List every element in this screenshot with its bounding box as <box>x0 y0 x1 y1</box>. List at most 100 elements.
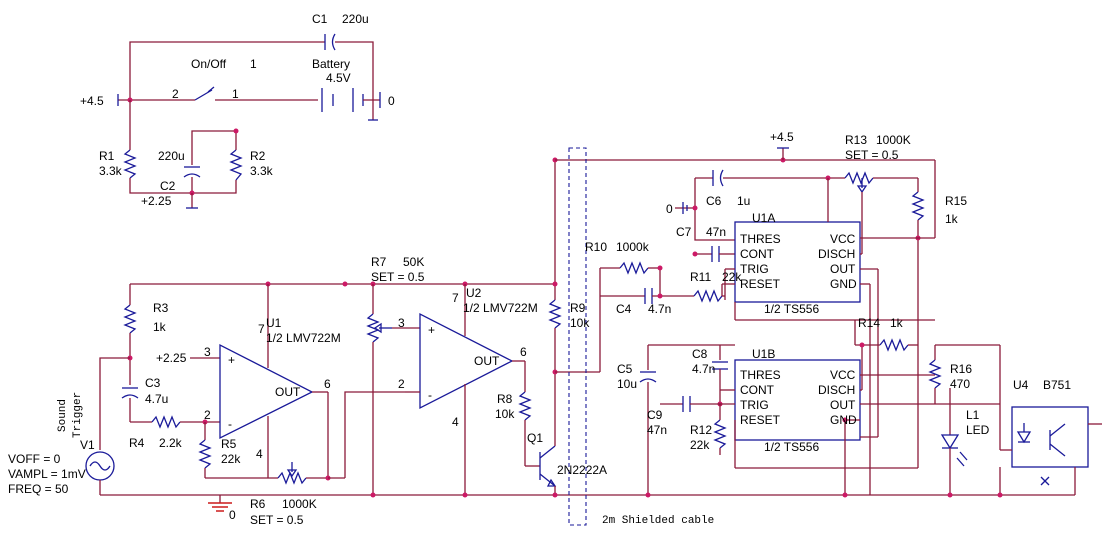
r6-ref: R6 <box>250 497 266 511</box>
r5-value: 22k <box>221 452 241 466</box>
component-labels: C1 220u On/Off 1 2 1 Battery 4.5V 0 +4.5… <box>8 12 1071 527</box>
u1a-disch: DISCH <box>818 247 855 261</box>
c6-value: 1u <box>737 194 750 208</box>
r13-value: 1000K <box>876 133 911 147</box>
q1-ref: Q1 <box>527 431 543 445</box>
u2-part: 1/2 LMV722M <box>463 301 538 315</box>
u2-pin2: 2 <box>398 377 405 391</box>
c4-ref: C4 <box>616 302 632 316</box>
r13-ref: R13 <box>845 133 867 147</box>
r7-value: 50K <box>403 255 424 269</box>
r1-ref: R1 <box>99 149 115 163</box>
r4-ref: R4 <box>129 436 145 450</box>
r10-ref: R10 <box>585 240 607 254</box>
u1a-ref: U1A <box>752 211 775 225</box>
u1-pin6: 6 <box>324 377 331 391</box>
u1-ref: U1 <box>266 316 282 330</box>
c3-ref: C3 <box>145 376 161 390</box>
l1-value: LED <box>966 423 990 437</box>
v1-ref: V1 <box>80 438 95 452</box>
c1-value: 220u <box>342 12 369 26</box>
u1a-cont: CONT <box>740 247 775 261</box>
u1a-reset: RESET <box>740 277 781 291</box>
c5-ref: C5 <box>617 362 633 376</box>
u1b-ref: U1B <box>752 347 775 361</box>
power-supply-section <box>117 33 381 209</box>
u1a-vcc: VCC <box>830 232 856 246</box>
l1-ref: L1 <box>966 408 980 422</box>
shielded-cable-label: 2m Shielded cable <box>602 515 714 527</box>
u1-pin2: 2 <box>204 408 211 422</box>
switch-label: On/Off <box>191 57 227 71</box>
r9-and-shield <box>548 147 935 526</box>
u1b-reset: RESET <box>740 413 781 427</box>
u1a-thres: THRES <box>740 232 781 246</box>
r7-set: SET = 0.5 <box>371 270 425 284</box>
v1-vampl: VAMPL = 1mV <box>8 467 86 481</box>
u1-out-label: OUT <box>275 385 301 399</box>
u2-minus: - <box>428 388 432 402</box>
u1-minus: - <box>228 417 232 431</box>
r12-value: 22k <box>690 438 710 452</box>
u1b-gnd: GND <box>830 413 857 427</box>
r8-ref: R8 <box>497 392 513 406</box>
u2-pin6: 6 <box>520 345 527 359</box>
r1-value: 3.3k <box>99 164 123 178</box>
u1-part: 1/2 LMV722M <box>266 331 341 345</box>
c7-value: 47n <box>706 225 726 239</box>
r16-ref: R16 <box>950 362 972 376</box>
r10-value: 1000k <box>616 240 650 254</box>
u2-out-label: OUT <box>474 354 500 368</box>
c8-value: 4.7n <box>692 362 715 376</box>
c9-value: 47n <box>647 423 667 437</box>
r2-value: 3.3k <box>250 164 274 178</box>
r9-value: 10k <box>570 316 590 330</box>
r6-value: 1000K <box>282 497 317 511</box>
c6-ref: C6 <box>706 194 722 208</box>
c4-value: 4.7n <box>648 302 671 316</box>
switch-pin-1: 1 <box>232 87 239 101</box>
u1b-disch: DISCH <box>818 383 855 397</box>
c2-value: 220u <box>158 149 185 163</box>
u4-ref: U4 <box>1013 378 1029 392</box>
u1b-thres: THRES <box>740 368 781 382</box>
u1-opamp <box>219 284 405 481</box>
v1-freq: FREQ = 50 <box>8 482 69 496</box>
r5-ref: R5 <box>221 437 237 451</box>
vplus-right-label: +4.5 <box>770 130 794 144</box>
u1b-vcc: VCC <box>830 368 856 382</box>
u1-pin4: 4 <box>256 447 263 461</box>
u1b-cont: CONT <box>740 383 775 397</box>
u2-plus: + <box>428 323 435 337</box>
v1-voff: VOFF = 0 <box>8 452 61 466</box>
r9-ref: R9 <box>570 301 586 315</box>
c7-ref: C7 <box>676 225 692 239</box>
battery-label: Battery <box>312 57 350 71</box>
r4-value: 2.2k <box>159 436 183 450</box>
u4-part: B751 <box>1043 378 1071 392</box>
u1b-trig: TRIG <box>740 398 769 412</box>
u1a-part: 1/2 TS556 <box>764 302 819 316</box>
u1a-gnd: GND <box>830 277 857 291</box>
r3-ref: R3 <box>153 301 169 315</box>
u2-stage <box>366 284 557 495</box>
u1b-out: OUT <box>830 398 856 412</box>
r15-ref: R15 <box>945 194 967 208</box>
u1-plus: + <box>228 353 235 367</box>
c9-ref: C9 <box>647 408 663 422</box>
u1-pin7: 7 <box>258 322 265 336</box>
q1-part: 2N2222A <box>557 463 607 477</box>
r7-ref: R7 <box>371 255 387 269</box>
switch-pin-top: 1 <box>250 57 257 71</box>
r16-value: 470 <box>950 377 970 391</box>
r14-value: 1k <box>890 316 904 330</box>
vplus-left-label: +4.5 <box>80 94 104 108</box>
r8-value: 10k <box>495 407 515 421</box>
u2-pin3: 3 <box>398 316 405 330</box>
ground-label: 0 <box>229 508 236 522</box>
r3-value: 1k <box>153 320 167 334</box>
c2-ref: C2 <box>160 179 176 193</box>
c5-value: 10u <box>617 377 637 391</box>
battery-value: 4.5V <box>326 71 351 85</box>
